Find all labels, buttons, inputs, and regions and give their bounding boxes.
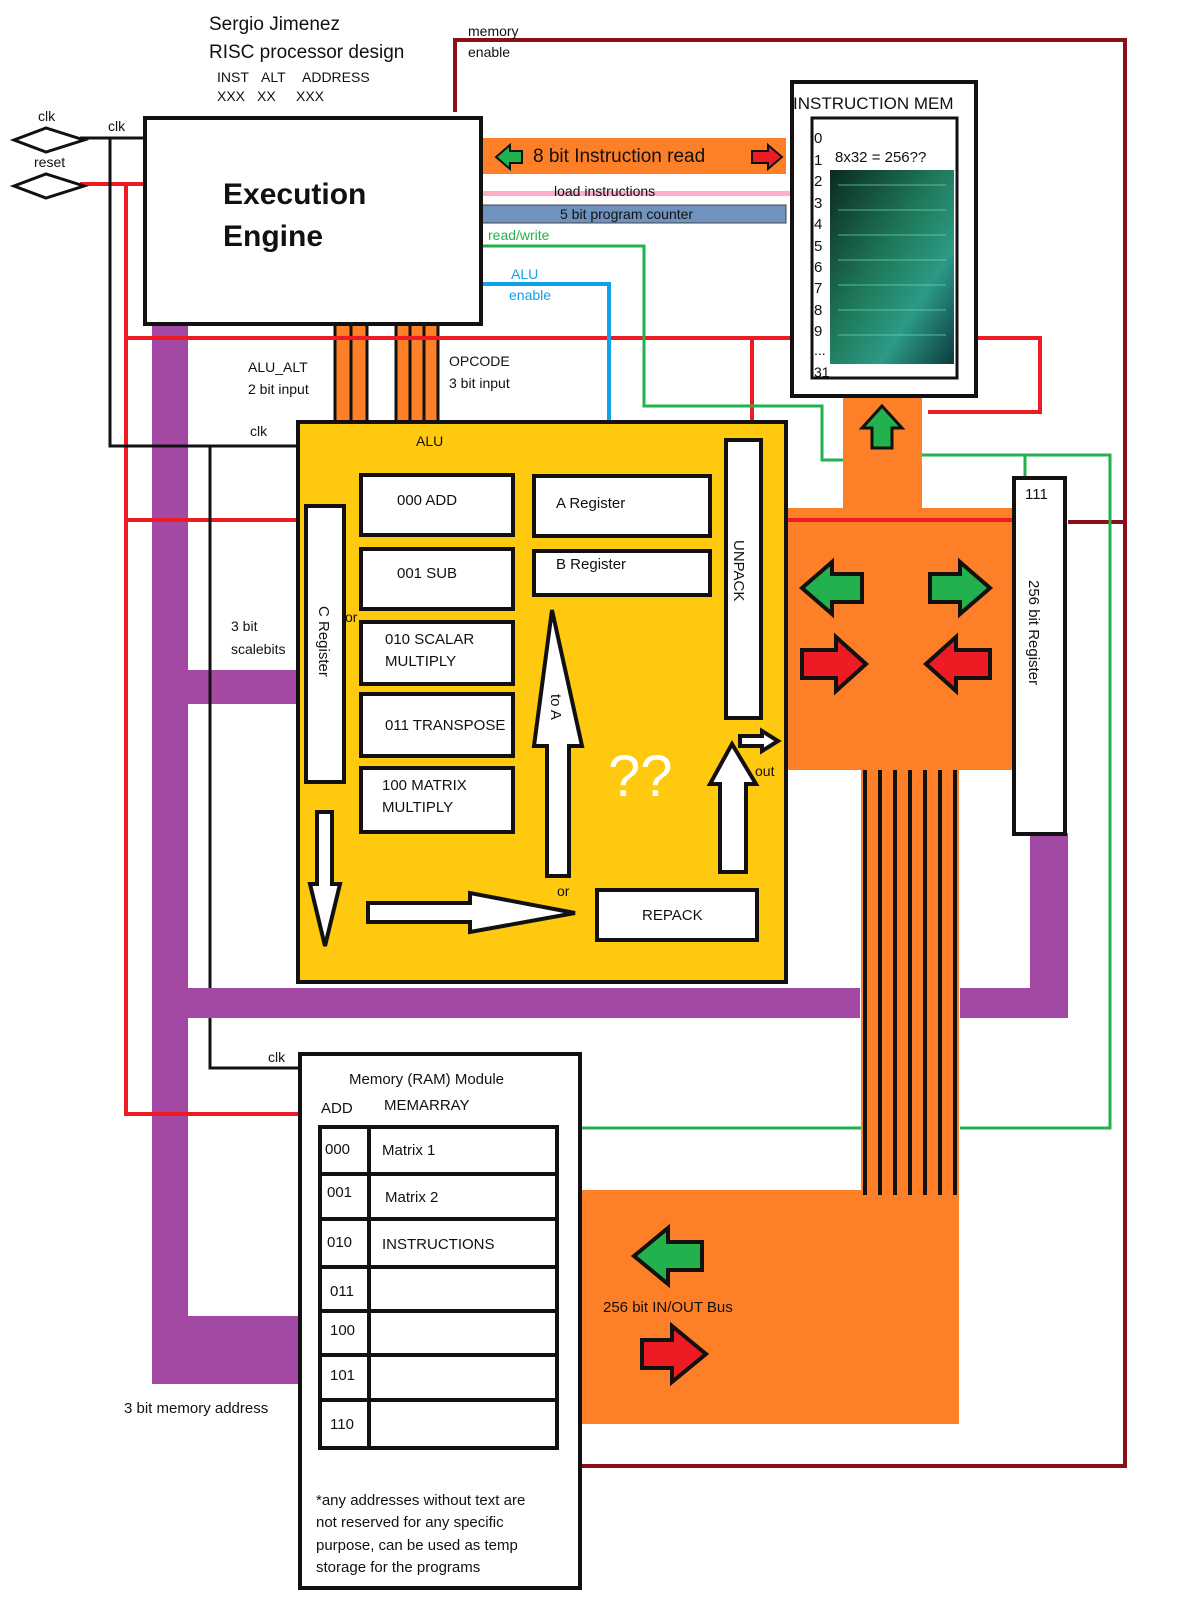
alu-title: ALU xyxy=(416,433,443,449)
bus-lines xyxy=(865,770,955,1195)
ram-content-001: Matrix 2 xyxy=(385,1189,438,1206)
svg-text:3: 3 xyxy=(814,195,822,212)
field-address-value: XXX xyxy=(296,88,325,104)
memory-enable-label: memory xyxy=(468,23,519,39)
svg-text:4: 4 xyxy=(814,216,822,233)
bus-label: 256 bit IN/OUT Bus xyxy=(603,1299,733,1316)
ram-content-010: INSTRUCTIONS xyxy=(382,1236,495,1253)
question-label: ?? xyxy=(608,744,673,809)
ram-note-1: *any addresses without text are xyxy=(316,1492,525,1509)
memory-enable-label-2: enable xyxy=(468,44,510,60)
field-alt: ALT xyxy=(261,69,286,85)
ram-col-add: ADD xyxy=(321,1100,353,1117)
svg-text:5: 5 xyxy=(814,238,822,255)
to-a-label: to A xyxy=(547,694,564,720)
engine-title-2: Engine xyxy=(223,220,323,253)
out-label: out xyxy=(755,763,775,779)
field-address: ADDRESS xyxy=(302,69,370,85)
field-inst-value: XXX xyxy=(217,88,246,104)
clk-engine-label: clk xyxy=(108,118,126,134)
a-register-label: A Register xyxy=(556,495,625,512)
svg-text:2: 2 xyxy=(814,173,822,190)
alu-enable-label-2: enable xyxy=(509,287,551,303)
instruction-read-label: 8 bit Instruction read xyxy=(533,146,705,167)
field-alt-value: XX xyxy=(257,88,276,104)
load-instructions-label: load instructions xyxy=(554,183,655,199)
clk-ram-label: clk xyxy=(268,1049,286,1065)
instruction-mem-size: 8x32 = 256?? xyxy=(835,149,926,166)
or-label-2: or xyxy=(557,883,570,899)
opcode-bits: 3 bit input xyxy=(449,375,510,391)
alu-alt-label: ALU_ALT xyxy=(248,359,308,375)
alu-alt-bits: 2 bit input xyxy=(248,381,309,397)
svg-text:9: 9 xyxy=(814,323,822,340)
repack-label: REPACK xyxy=(642,907,703,924)
ram-addr-101: 101 xyxy=(330,1367,355,1384)
svg-text:0: 0 xyxy=(814,130,822,147)
author-name: Sergio Jimenez xyxy=(209,14,340,35)
field-inst: INST xyxy=(217,69,249,85)
program-counter-label: 5 bit program counter xyxy=(560,206,693,222)
ram-addr-001: 001 xyxy=(327,1184,352,1201)
svg-text:7: 7 xyxy=(814,280,822,297)
clk-label: clk xyxy=(38,108,56,124)
scalebits-label: 3 bit xyxy=(231,618,258,634)
b-register-label: B Register xyxy=(556,556,626,573)
ram-title: Memory (RAM) Module xyxy=(349,1071,504,1088)
clk-input-port[interactable] xyxy=(14,128,84,152)
ram-addr-000: 000 xyxy=(325,1141,350,1158)
op-scalar-2: MULTIPLY xyxy=(385,653,456,670)
ram-addr-010: 010 xyxy=(327,1234,352,1251)
engine-title-1: Execution xyxy=(223,178,366,211)
op-sub: 001 SUB xyxy=(397,565,457,582)
register-256-addr: 111 xyxy=(1025,486,1048,503)
op-scalar-1: 010 SCALAR xyxy=(385,631,474,648)
reset-label: reset xyxy=(34,154,65,170)
op-matrix-1: 100 MATRIX xyxy=(382,777,467,794)
or-label-1: or xyxy=(345,609,358,625)
ram-note-2: not reserved for any specific xyxy=(316,1514,504,1531)
ram-addr-011: 011 xyxy=(330,1283,354,1300)
svg-text:6: 6 xyxy=(814,259,822,276)
ram-addr-110: 110 xyxy=(330,1416,354,1433)
memory-address-label: 3 bit memory address xyxy=(124,1400,268,1417)
read-write-label: read/write xyxy=(488,227,550,243)
ram-col-memarray: MEMARRAY xyxy=(384,1097,470,1114)
svg-text:1: 1 xyxy=(814,152,822,169)
svg-text:...: ... xyxy=(814,342,826,358)
instruction-mem-title: INSTRUCTION MEM xyxy=(793,94,954,113)
unpack-label: UNPACK xyxy=(730,540,747,601)
ram-note-4: storage for the programs xyxy=(316,1559,480,1576)
diagram-title: RISC processor design xyxy=(209,42,404,63)
op-add: 000 ADD xyxy=(397,492,457,509)
ram-content-000: Matrix 1 xyxy=(382,1142,435,1159)
op-transpose: 011 TRANSPOSE xyxy=(385,717,505,734)
clk-alu-label: clk xyxy=(250,423,268,439)
op-matrix-2: MULTIPLY xyxy=(382,799,453,816)
c-register-label: C Register xyxy=(315,606,332,677)
svg-text:31: 31 xyxy=(814,364,830,380)
ram-note-3: purpose, can be used as temp xyxy=(316,1537,518,1554)
reset-input-port[interactable] xyxy=(14,174,84,198)
scalebits-label-2: scalebits xyxy=(231,641,285,657)
register-256-label: 256 bit Register xyxy=(1025,580,1042,685)
svg-text:8: 8 xyxy=(814,302,822,319)
opcode-label: OPCODE xyxy=(449,353,510,369)
ram-addr-100: 100 xyxy=(330,1322,355,1339)
alu-enable-label: ALU xyxy=(511,266,538,282)
